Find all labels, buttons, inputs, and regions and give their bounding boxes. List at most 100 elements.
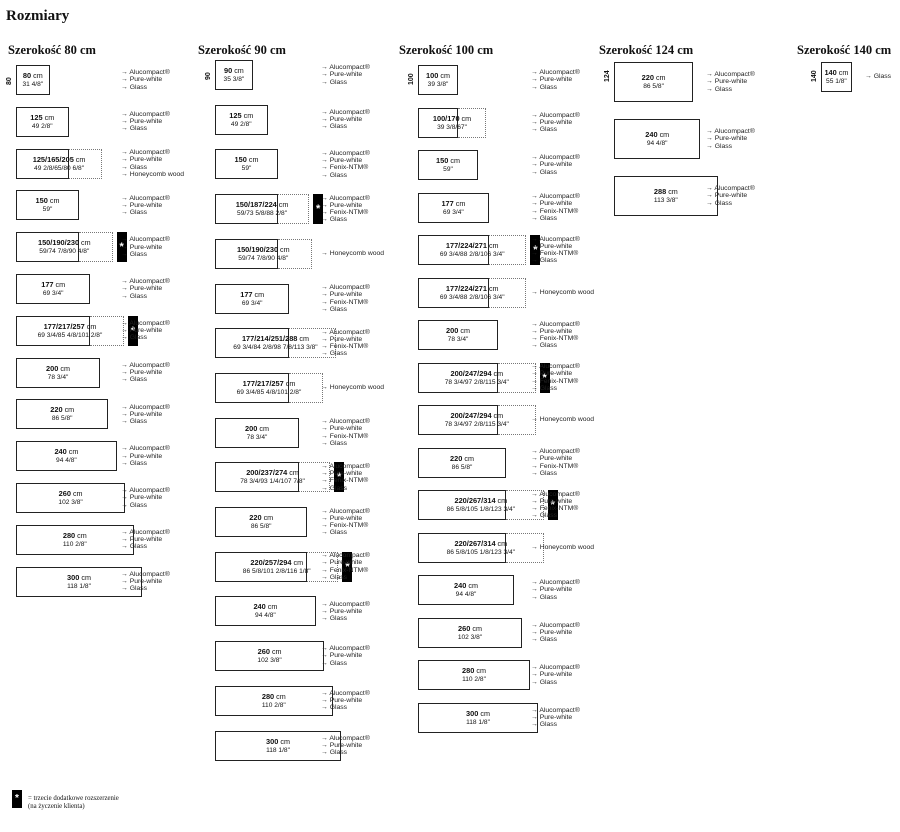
arrow-icon: → bbox=[531, 335, 538, 342]
arrow-icon: → bbox=[321, 343, 328, 351]
finish-options: → Alucompact®→ Pure-white→ Glass bbox=[121, 404, 170, 426]
finish-option-label: Glass bbox=[129, 585, 148, 593]
finish-options: → Alucompact®→ Pure-white→ Glass bbox=[706, 128, 755, 150]
finish-option-label: Alucompact® bbox=[539, 69, 580, 77]
finish-option: → Pure-white bbox=[321, 157, 370, 164]
finish-option: → Glass bbox=[121, 164, 184, 171]
finish-option-label: Glass bbox=[129, 208, 148, 216]
arrow-icon: → bbox=[321, 71, 328, 79]
finish-option-label: Glass bbox=[714, 142, 733, 150]
size-cm-value: 220 bbox=[50, 405, 63, 415]
arrow-icon: → bbox=[531, 257, 538, 265]
finish-option-label: Pure-white bbox=[129, 368, 163, 376]
size-cm-value: 300 bbox=[67, 572, 80, 582]
size-box bbox=[215, 641, 325, 672]
arrow-icon: → bbox=[531, 593, 538, 601]
extension-outline bbox=[506, 490, 544, 520]
finish-option-label: Alucompact® bbox=[539, 154, 580, 162]
size-box bbox=[16, 148, 69, 179]
legend-line-2: (na życzenie klienta) bbox=[28, 803, 85, 810]
size-inch-value: 59" bbox=[42, 206, 53, 214]
finish-options: → Alucompact®→ Pure-white→ Glass bbox=[531, 664, 580, 686]
arrow-icon: → bbox=[121, 368, 128, 376]
size-cm-value: 280 bbox=[261, 691, 275, 701]
finish-option-label: Pure-white bbox=[129, 243, 163, 251]
arrow-icon: → bbox=[531, 713, 538, 721]
arrow-icon: → bbox=[531, 586, 538, 594]
arrow-icon: → bbox=[121, 194, 128, 202]
arrow-icon: → bbox=[321, 209, 328, 217]
finish-options: → Alucompact®→ Pure-white→ Glass bbox=[121, 487, 170, 509]
arrow-icon: → bbox=[121, 334, 128, 342]
finish-option: → Alucompact® bbox=[531, 448, 580, 455]
finish-option-label: Glass bbox=[329, 216, 348, 224]
finish-option: → Alucompact® bbox=[121, 404, 170, 411]
finish-option: → Pure-white bbox=[706, 192, 755, 199]
arrow-icon: → bbox=[531, 363, 538, 371]
finish-option-label: Alucompact® bbox=[329, 689, 370, 697]
size-box bbox=[16, 315, 91, 346]
finish-options: → Alucompact®→ Pure-white→ Fenix-NTM®→ G… bbox=[321, 150, 370, 179]
size-inch-value: 31 4/8" bbox=[22, 81, 44, 88]
size-box bbox=[16, 232, 79, 263]
finish-option-label: Glass bbox=[539, 636, 558, 644]
arrow-icon: → bbox=[321, 573, 328, 581]
arrow-icon: → bbox=[531, 628, 538, 636]
size-cm-unit: cm bbox=[495, 496, 508, 505]
finish-option: → Pure-white bbox=[321, 425, 370, 432]
arrow-icon: → bbox=[531, 543, 538, 551]
finish-option-label: Alucompact® bbox=[539, 111, 580, 119]
finish-option: → Alucompact® bbox=[321, 735, 370, 742]
finish-option-label: Alucompact® bbox=[539, 579, 580, 587]
finish-option-label: Pure-white bbox=[539, 671, 573, 679]
size-inch-value: 59/74 7/8/90 4/8" bbox=[39, 248, 90, 256]
finish-option-label: Glass bbox=[714, 199, 733, 207]
finish-option: → Glass bbox=[121, 125, 170, 132]
finish-option: → Alucompact® bbox=[531, 112, 580, 119]
finish-option-label: Pure-white bbox=[329, 741, 363, 749]
size-inch-value: 55 1/8" bbox=[826, 78, 847, 85]
finish-option: → Alucompact® bbox=[531, 236, 580, 243]
arrow-icon: → bbox=[531, 118, 538, 126]
arrow-icon: → bbox=[121, 410, 128, 418]
finish-options: → Alucompact®→ Pure-white→ Glass bbox=[121, 236, 170, 258]
finish-options: → Alucompact®→ Pure-white→ Fenix-NTM®→ G… bbox=[531, 193, 580, 222]
size-box bbox=[16, 190, 79, 221]
size-cm-unit: cm bbox=[474, 666, 486, 675]
arrow-icon: → bbox=[531, 469, 538, 477]
finish-option-label: Alucompact® bbox=[539, 320, 580, 328]
finish-option: → Alucompact® bbox=[321, 195, 370, 202]
size-inch-value: 86 5/8/105 1/8/123 3/4" bbox=[446, 506, 515, 513]
size-inch-value: 39 3/8/67" bbox=[437, 123, 467, 131]
finish-option: → Glass bbox=[531, 594, 580, 601]
finish-option: → Glass bbox=[531, 679, 580, 686]
size-inch-value: 86 5/8/101 2/8/116 1/8" bbox=[242, 567, 311, 575]
size-cm-value: 220/267/314 bbox=[454, 496, 496, 505]
finish-option-label: Pure-white bbox=[329, 559, 363, 567]
size-inch-value: 118 1/8" bbox=[266, 746, 290, 754]
height-label: 90 bbox=[205, 72, 212, 80]
arrow-icon: → bbox=[321, 157, 328, 165]
finish-option: → Glass bbox=[321, 704, 370, 711]
finish-option-label: Pure-white bbox=[329, 470, 363, 478]
finish-option: → Glass bbox=[321, 216, 370, 223]
finish-option: → Pure-white bbox=[321, 202, 370, 209]
third-extension-star: * bbox=[127, 315, 138, 346]
size-cm-value: 260 bbox=[58, 489, 71, 498]
arrow-icon: → bbox=[121, 501, 128, 509]
finish-option-label: Alucompact® bbox=[129, 528, 170, 536]
size-cm-value: 150 bbox=[234, 155, 247, 165]
arrow-icon: → bbox=[121, 536, 128, 544]
finish-options: → Alucompact®→ Pure-white→ Glass bbox=[531, 707, 580, 729]
size-cm-value: 240 bbox=[645, 130, 658, 139]
finish-option: → Fenix-NTM® bbox=[321, 343, 370, 350]
size-box bbox=[418, 107, 458, 138]
extension-outline bbox=[90, 315, 124, 346]
arrow-icon: → bbox=[531, 462, 538, 470]
